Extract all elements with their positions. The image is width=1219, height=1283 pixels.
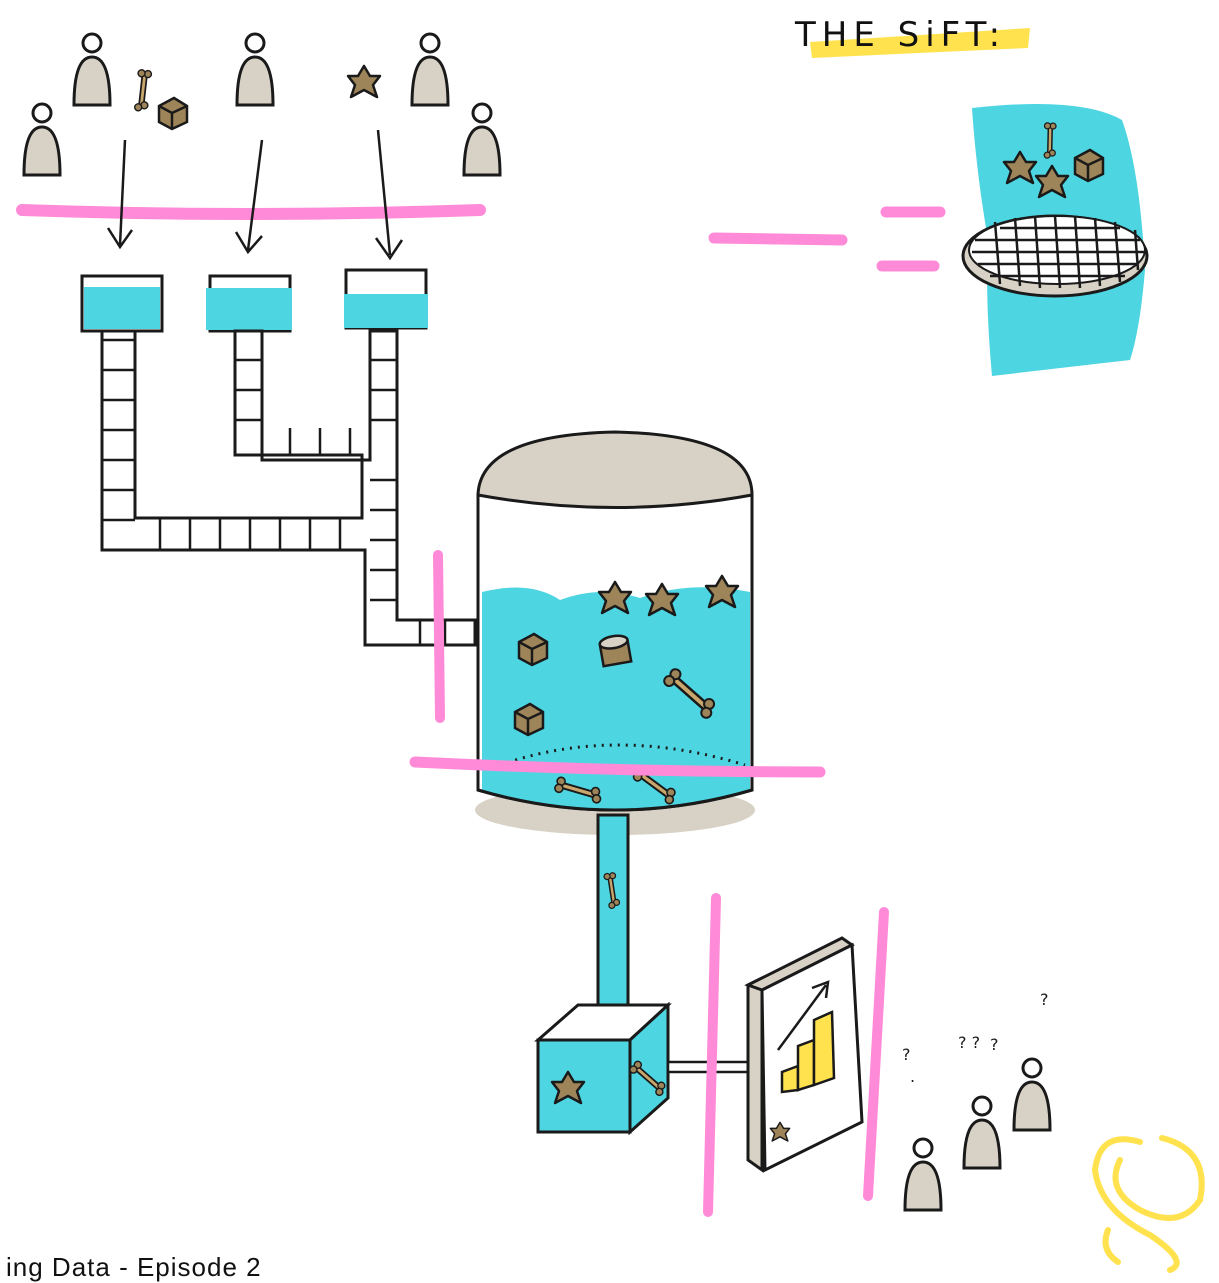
- divider-line-top: [16, 204, 486, 220]
- outflow-pipe: [598, 813, 630, 1012]
- arrow-icon: [234, 139, 264, 255]
- footer-caption: ing Data - Episode 2: [6, 1252, 262, 1282]
- people-top: [22, 32, 502, 177]
- pipes: [100, 329, 477, 647]
- bar-chart-board-icon: [744, 936, 864, 1173]
- star-debris-icon: [346, 64, 382, 99]
- person-icon: [462, 102, 502, 177]
- data-cube: [534, 1001, 670, 1136]
- people-bottom: ? . ? ? ? ?: [902, 990, 1052, 1212]
- title-group: THE SiFT:: [794, 15, 1030, 58]
- person-icon: [903, 1137, 943, 1212]
- equals-lines: [708, 206, 946, 272]
- page-title: THE SiFT:: [794, 15, 1006, 55]
- cube-icon: [517, 632, 549, 667]
- source-box: [206, 274, 292, 333]
- svg-text:?: ?: [990, 1035, 999, 1054]
- can-icon: [597, 632, 633, 668]
- person-icon: [22, 102, 62, 177]
- title-highlight: [810, 28, 1030, 58]
- svg-text:.: .: [910, 1067, 915, 1086]
- svg-text:?: ?: [1040, 990, 1049, 1009]
- person-icon: [410, 32, 450, 107]
- divider-line-filter: [409, 756, 826, 778]
- divider-line-vertical: [863, 907, 889, 1201]
- arrows: [106, 129, 404, 261]
- cube-icon: [157, 96, 189, 131]
- person-icon: [235, 32, 275, 107]
- source-box: [80, 274, 164, 333]
- stylized-s-logo: [1091, 1135, 1205, 1273]
- arrow-icon: [106, 139, 134, 250]
- cube-icon: [1073, 148, 1105, 183]
- divider-line-vertical: [703, 893, 721, 1217]
- person-icon: [72, 32, 112, 107]
- storage-tank-icon: [475, 430, 755, 835]
- person-icon: [1012, 1057, 1052, 1132]
- source-boxes: [80, 268, 428, 333]
- filter-line: [499, 743, 746, 767]
- person-icon: [962, 1095, 1002, 1170]
- question-marks: ? . ? ? ? ?: [902, 990, 1049, 1086]
- svg-text:?: ?: [902, 1045, 911, 1064]
- arrow-icon: [374, 129, 404, 261]
- cube-icon: [513, 702, 545, 737]
- divider-line-vertical: [433, 550, 445, 723]
- bone-icon: [131, 69, 154, 111]
- sieve-icon: [961, 104, 1149, 376]
- svg-text:? ?: ? ?: [958, 1033, 980, 1052]
- source-box: [344, 268, 428, 330]
